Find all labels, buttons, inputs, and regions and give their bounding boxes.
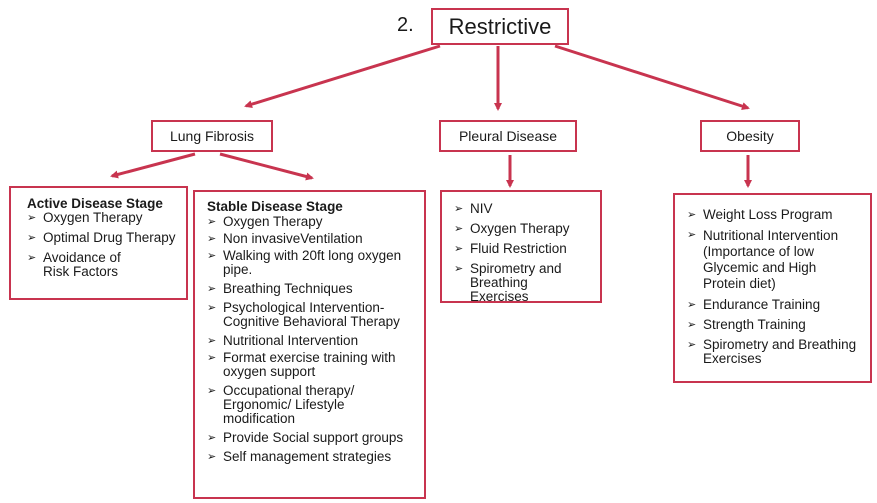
pleural-disease-label: Pleural Disease: [458, 128, 558, 144]
arrow-bullet-icon: ➢: [207, 283, 217, 295]
list-item: ➢Spirometry and Breathing Exercises: [687, 337, 857, 366]
arrow-bullet-icon: ➢: [687, 299, 697, 311]
stable-stage-list: ➢Oxygen Therapy ➢Non invasiveVentilation…: [207, 215, 418, 464]
arrow-bullet-icon: ➢: [454, 203, 464, 215]
arrow-bullet-icon: ➢: [207, 250, 217, 262]
arrow-to-active-stage: [110, 152, 196, 179]
list-item: ➢Oxygen Therapy: [207, 214, 323, 229]
arrow-bullet-icon: ➢: [687, 319, 697, 331]
arrow-bullet-icon: ➢: [687, 209, 697, 221]
list-item: ➢Weight Loss Program: [687, 207, 833, 222]
lung-fibrosis-box: Lung Fibrosis: [151, 120, 273, 152]
arrow-bullet-icon: ➢: [207, 216, 217, 228]
arrow-bullet-icon: ➢: [207, 352, 217, 364]
list-item: ➢Walking with 20ft long oxygen pipe.: [207, 248, 402, 277]
list-item: ➢Oxygen Therapy: [454, 221, 570, 236]
obesity-label: Obesity: [726, 128, 774, 144]
list-item: ➢Endurance Training: [687, 297, 821, 312]
arrow-bullet-icon: ➢: [207, 432, 217, 444]
active-stage-box: Active Disease Stage ➢Oxygen Therapy ➢Op…: [9, 186, 188, 300]
arrow-bullet-icon: ➢: [454, 243, 464, 255]
obesity-list: ➢Weight Loss Program ➢Nutritional Interv…: [687, 208, 862, 366]
list-item: ➢Non invasiveVentilation: [207, 231, 363, 246]
arrow-bullet-icon: ➢: [207, 233, 217, 245]
list-item: ➢Nutritional Intervention (Importance of…: [687, 228, 839, 291]
arrow-bullet-icon: ➢: [207, 335, 217, 347]
active-stage-heading: Active Disease Stage: [27, 196, 163, 211]
arrow-bullet-icon: ➢: [454, 263, 464, 275]
list-item: ➢Psychological Intervention- Cognitive B…: [207, 300, 400, 329]
list-item: ➢NIV: [454, 201, 493, 216]
arrow-bullet-icon: ➢: [27, 232, 37, 244]
arrow-bullet-icon: ➢: [27, 212, 37, 224]
list-item: ➢Self management strategies: [207, 449, 392, 464]
list-item: ➢Strength Training: [687, 317, 806, 332]
section-number: 2.: [397, 14, 414, 36]
list-item: ➢Nutritional Intervention: [207, 333, 359, 348]
restrictive-title: Restrictive: [448, 13, 552, 39]
list-item: ➢Oxygen Therapy: [27, 210, 143, 225]
arrow-bullet-icon: ➢: [27, 252, 37, 264]
list-item: ➢Avoidance of Risk Factors: [27, 250, 121, 279]
stable-stage-heading: Stable Disease Stage: [207, 199, 343, 214]
arrow-to-stable-stage: [219, 152, 314, 181]
restrictive-title-box: Restrictive: [431, 8, 569, 45]
arrow-to-lung-fibrosis: [244, 44, 441, 109]
list-item: ➢Breathing Techniques: [207, 281, 353, 296]
arrow-bullet-icon: ➢: [454, 223, 464, 235]
obesity-list-box: ➢Weight Loss Program ➢Nutritional Interv…: [673, 193, 872, 383]
stable-stage-box: Stable Disease Stage ➢Oxygen Therapy ➢No…: [193, 190, 426, 499]
list-item: ➢Optimal Drug Therapy: [27, 230, 176, 245]
list-item: ➢Format exercise training with oxygen su…: [207, 350, 396, 379]
obesity-box: Obesity: [700, 120, 800, 152]
pleural-disease-list: ➢NIV ➢Oxygen Therapy ➢Fluid Restriction …: [454, 202, 594, 304]
list-item: ➢Fluid Restriction: [454, 241, 567, 256]
lung-fibrosis-label: Lung Fibrosis: [169, 128, 255, 144]
list-item: ➢Provide Social support groups: [207, 430, 404, 445]
list-item: ➢Occupational therapy/ Ergonomic/ Lifest…: [207, 383, 355, 426]
list-item: ➢Spirometry and Breathing Exercises: [454, 261, 562, 304]
arrow-bullet-icon: ➢: [687, 229, 697, 241]
pleural-disease-list-box: ➢NIV ➢Oxygen Therapy ➢Fluid Restriction …: [440, 190, 602, 304]
arrow-bullet-icon: ➢: [207, 302, 217, 314]
arrow-bullet-icon: ➢: [687, 339, 697, 351]
arrow-bullet-icon: ➢: [207, 451, 217, 463]
arrow-bullet-icon: ➢: [207, 385, 217, 397]
arrow-to-obesity: [554, 44, 750, 110]
active-stage-list: ➢Oxygen Therapy ➢Optimal Drug Therapy ➢A…: [27, 211, 180, 279]
pleural-disease-box: Pleural Disease: [439, 120, 577, 152]
